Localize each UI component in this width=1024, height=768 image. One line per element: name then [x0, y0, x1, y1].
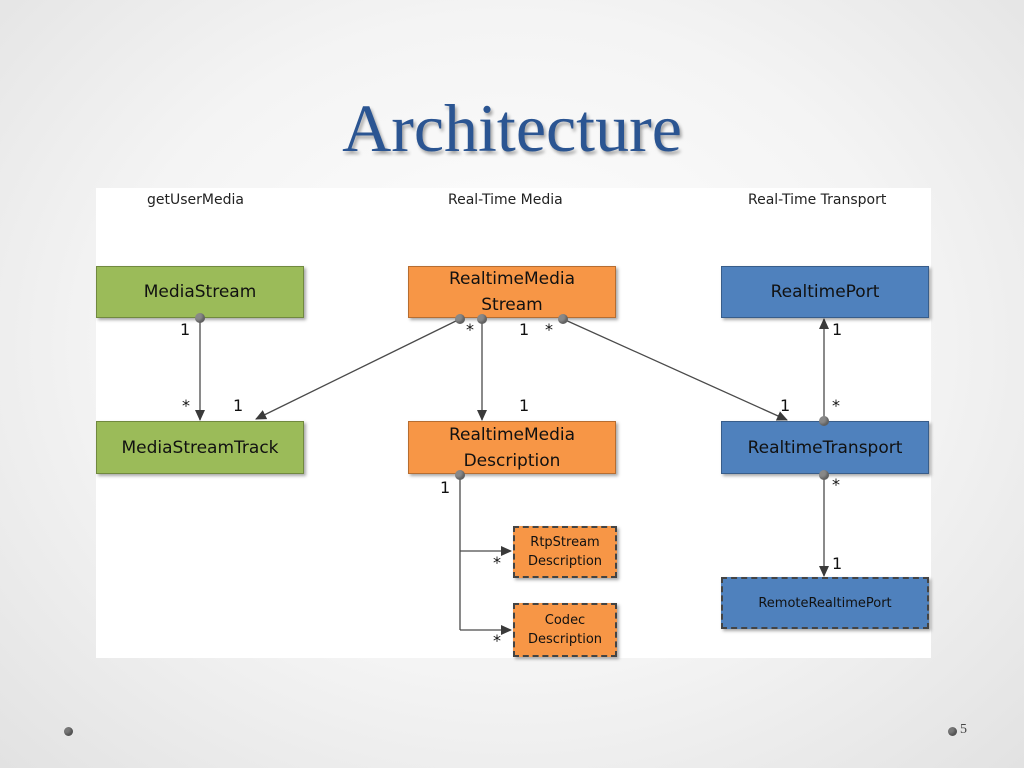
architecture-diagram: getUserMedia Real-Time Media Real-Time T… — [96, 188, 931, 658]
multiplicity-label: 1 — [832, 320, 843, 339]
connector-dot — [819, 470, 829, 480]
multiplicity-label: * — [832, 396, 840, 415]
box-label: MediaStream — [143, 282, 257, 302]
slide-title: Architecture — [342, 90, 682, 166]
multiplicity-label: * — [493, 631, 501, 650]
box-label: RealtimeTransport — [747, 437, 903, 458]
box-codec-description: Codec Description — [513, 603, 617, 657]
box-realtime-media-stream: RealtimeMedia Stream — [408, 266, 616, 318]
box-label-line2: Stream — [481, 295, 543, 315]
connector-dot — [558, 314, 568, 324]
multiplicity-label: * — [182, 396, 190, 415]
box-label: RealtimePort — [770, 282, 880, 302]
box-rtp-stream-description: RtpStream Description — [513, 526, 617, 578]
column-label-real-time-transport: Real-Time Transport — [748, 192, 887, 208]
edge-rms-track — [255, 318, 461, 420]
box-remote-realtime-port: RemoteRealtimePort — [721, 577, 929, 629]
multiplicity-label: 1 — [780, 396, 791, 415]
box-realtime-transport: RealtimeTransport — [721, 421, 929, 474]
box-realtime-port: RealtimePort — [721, 266, 929, 318]
box-label: RemoteRealtimePort — [758, 595, 892, 611]
connector-dot — [455, 314, 465, 324]
box-label-line2: Description — [527, 554, 603, 569]
multiplicity-label: * — [832, 475, 840, 494]
box-label-line2: Description — [527, 632, 603, 647]
column-label-getusermedia: getUserMedia — [147, 192, 244, 208]
box-label: MediaStreamTrack — [121, 437, 279, 458]
box-media-stream-track: MediaStreamTrack — [96, 421, 304, 474]
connector-dot — [195, 313, 205, 323]
multiplicity-label: 1 — [180, 320, 191, 339]
connector-dot — [819, 416, 829, 426]
column-label-real-time-media: Real-Time Media — [448, 192, 563, 208]
connector-dot — [455, 470, 465, 480]
multiplicity-label: 1 — [832, 554, 843, 573]
multiplicity-label: * — [466, 320, 474, 339]
multiplicity-label: 1 — [519, 320, 530, 339]
edge-rms-transport — [562, 318, 788, 421]
box-label-line2: Description — [463, 450, 561, 471]
multiplicity-label: * — [545, 320, 553, 339]
box-media-stream: MediaStream — [96, 266, 304, 318]
multiplicity-label: * — [493, 553, 501, 572]
multiplicity-label: 1 — [233, 396, 244, 415]
box-label-line1: RtpStream — [530, 535, 600, 550]
box-label-line1: Codec — [544, 613, 586, 628]
slide-bullet-right — [948, 727, 957, 736]
box-label-line1: RealtimeMedia — [448, 424, 576, 445]
box-realtime-media-description: RealtimeMedia Description — [408, 421, 616, 474]
multiplicity-label: 1 — [440, 478, 451, 497]
page-number: 5 — [960, 722, 967, 737]
connector-dot — [477, 314, 487, 324]
connector-lines — [195, 318, 829, 635]
multiplicity-label: 1 — [519, 396, 530, 415]
box-label-line1: RealtimeMedia — [448, 269, 576, 289]
slide-bullet-left — [64, 727, 73, 736]
